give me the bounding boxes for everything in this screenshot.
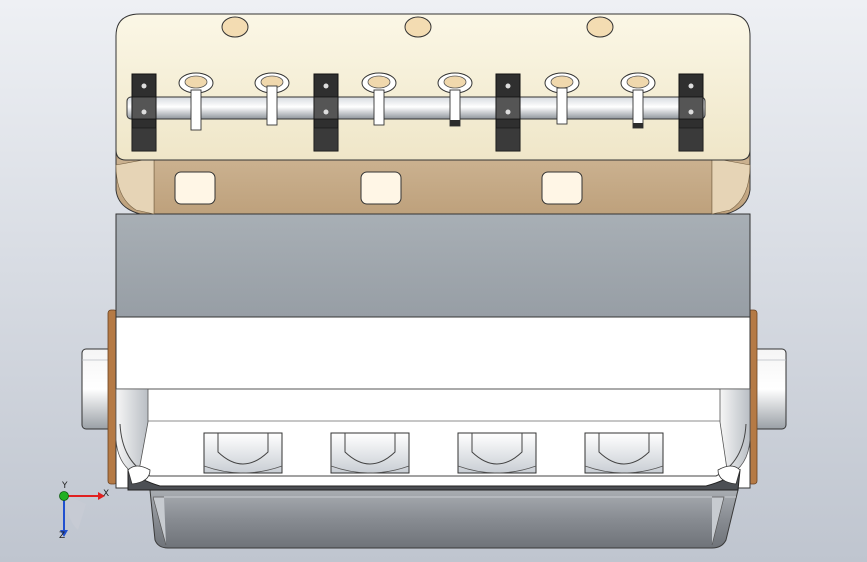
oil-pan[interactable] <box>149 489 739 549</box>
rocker-support-3[interactable] <box>495 73 521 152</box>
head-gasket-band[interactable] <box>115 149 751 215</box>
rocker-arm-2[interactable] <box>266 85 278 126</box>
rocker-arm-6[interactable] <box>632 89 644 129</box>
valve-seat-5[interactable] <box>544 72 580 94</box>
rocker-arm-4[interactable] <box>449 89 461 127</box>
rocker-support-2[interactable] <box>313 73 339 152</box>
cylinder-bore-3[interactable] <box>457 432 537 474</box>
triad-z-label: Z <box>59 531 66 541</box>
coolant-port-1[interactable] <box>174 171 216 205</box>
triad-axes-icon <box>59 491 105 537</box>
valve-seat-6[interactable] <box>620 72 656 94</box>
head-bolt-hole-3[interactable] <box>586 16 614 38</box>
cylinder-bore-4[interactable] <box>584 432 664 474</box>
rocker-arm-5[interactable] <box>556 87 568 125</box>
rocker-arm-1[interactable] <box>190 89 202 131</box>
valve-seat-1[interactable] <box>178 72 214 94</box>
cylinder-bore-1[interactable] <box>203 432 283 474</box>
cylinder-bore-2[interactable] <box>330 432 410 474</box>
coordinate-triad: X Y Z <box>48 481 110 544</box>
valve-seat-2[interactable] <box>254 72 290 94</box>
rocker-support-4[interactable] <box>678 73 704 152</box>
triad-y-label: Y <box>62 481 68 491</box>
valve-seat-3[interactable] <box>361 72 397 94</box>
rocker-support-1[interactable] <box>131 73 157 152</box>
valve-seat-4[interactable] <box>437 72 473 94</box>
cylinder-block[interactable] <box>115 213 751 318</box>
rocker-arm-3[interactable] <box>373 89 385 126</box>
head-bolt-hole-1[interactable] <box>221 16 249 38</box>
coolant-port-3[interactable] <box>541 171 583 205</box>
head-bolt-hole-2[interactable] <box>404 16 432 38</box>
coolant-port-2[interactable] <box>360 171 402 205</box>
triad-x-label: X <box>103 489 110 499</box>
rocker-shaft[interactable] <box>126 96 706 120</box>
